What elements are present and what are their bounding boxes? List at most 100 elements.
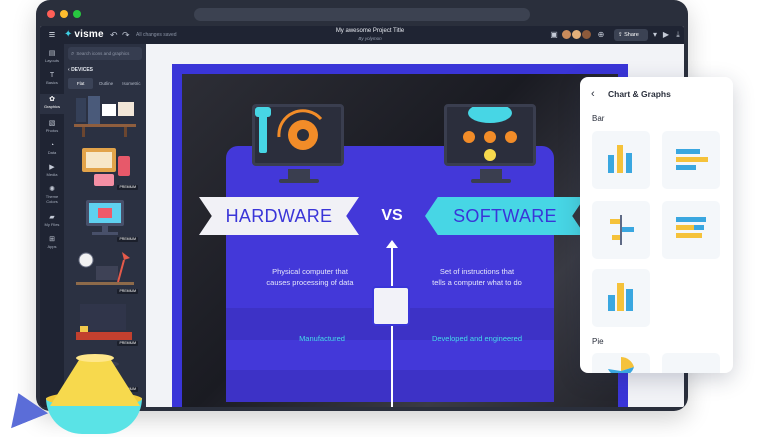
back-to-categories-button[interactable]: ‹ DEVICES (68, 66, 93, 74)
rail-item-photos[interactable]: ▧Photos (40, 120, 64, 133)
data-icon: ◔ (49, 142, 55, 149)
preview-icon[interactable]: ▶ (662, 30, 670, 39)
devices-graphic (82, 148, 130, 186)
minimize-window-button[interactable] (60, 10, 68, 18)
donut-chart-option[interactable] (662, 353, 720, 373)
rail-label: Photos (45, 128, 59, 133)
software-subtitle[interactable]: Developed and engineered (431, 334, 523, 343)
diverging-bar-chart-option[interactable] (592, 201, 650, 259)
monitor-base (471, 179, 511, 183)
undo-icon[interactable]: ↶ (110, 30, 118, 40)
software-title[interactable]: SOFTWARE (453, 206, 557, 226)
graphic-thumbnail[interactable]: PREMIUM (72, 248, 138, 294)
stacked-horizontal-bar-chart-icon (676, 217, 706, 238)
address-bar[interactable] (194, 8, 530, 21)
rail-label: Theme Colors (45, 194, 59, 204)
visme-logo[interactable]: ✦ visme (64, 28, 104, 42)
hardware-description-line[interactable]: Physical computer that (272, 267, 348, 276)
software-description-line[interactable]: tells a computer what to do (432, 278, 522, 287)
hardware-title[interactable]: HARDWARE (225, 206, 333, 226)
maximize-window-button[interactable] (73, 10, 81, 18)
rail-item-my-files[interactable]: ▰My Files (40, 214, 64, 227)
tab-outline[interactable]: Outline (98, 81, 114, 86)
slide-artboard[interactable]: HARDWARE VS SOFTWARE Physical computer t… (172, 64, 628, 407)
share-options-chevron-icon[interactable]: ▾ (652, 30, 657, 39)
share-icon: ⇪ (618, 32, 625, 38)
hardware-ribbon[interactable] (199, 197, 359, 235)
graphic-thumbnail[interactable] (72, 94, 138, 138)
hardware-description-line[interactable]: causes processing of data (266, 278, 354, 287)
hardware-monitor-graphic[interactable] (252, 104, 344, 166)
rail-item-media[interactable]: ▶Media (40, 164, 64, 177)
save-status: All changes saved (136, 32, 177, 38)
vertical-bar-chart-icon (608, 145, 632, 173)
graphic-thumbnail[interactable]: PREMIUM (72, 144, 138, 190)
share-label: Share (624, 32, 639, 38)
add-collaborator-icon[interactable]: ⊕ (597, 30, 605, 39)
download-icon[interactable]: ⤓ (676, 30, 680, 39)
chart-graphs-panel: ‹ Chart & Graphs Bar (580, 77, 733, 377)
column-chart-icon (608, 283, 633, 311)
chevron-left-icon: ‹ (68, 67, 72, 73)
center-divider (391, 246, 393, 407)
computer-graphic (86, 200, 124, 235)
software-description-line[interactable]: Set of instructions that (439, 267, 515, 276)
graphic-thumbnail[interactable]: PREMIUM (72, 300, 138, 346)
decorative-cone-cap (76, 354, 114, 362)
rail-label: Data (47, 150, 57, 155)
pie-chart-option[interactable] (592, 353, 650, 377)
apps-icon: ⊞ (49, 236, 55, 243)
content-band (226, 370, 554, 402)
diverging-bar-chart-icon (610, 215, 634, 245)
rail-label: Apps (47, 244, 57, 249)
style-tabs: Flat Outline Isometric (68, 78, 144, 89)
search-input[interactable]: ⌕ Search icons and graphics (68, 47, 142, 60)
monitor-stand (288, 169, 310, 179)
vs-label[interactable]: VS (381, 207, 403, 224)
tab-flat[interactable]: Flat (68, 78, 94, 89)
content-panel[interactable] (226, 146, 554, 397)
column-chart-option[interactable] (592, 269, 650, 327)
layout-icon: ▤ (48, 50, 56, 57)
rail-label: Layouts (44, 58, 59, 63)
premium-badge: PREMIUM (117, 289, 138, 294)
tv-stand-graphic (76, 304, 132, 340)
software-monitor-graphic[interactable] (444, 103, 536, 166)
horizontal-bar-chart-option[interactable] (662, 131, 720, 189)
redo-icon[interactable]: ↷ (122, 30, 130, 40)
tab-isometric[interactable]: Isometric (122, 81, 141, 86)
vertical-bar-chart-option[interactable] (592, 131, 650, 189)
folder-icon: ▰ (49, 214, 55, 221)
comments-icon[interactable]: ▣ (550, 30, 558, 39)
stacked-horizontal-bar-chart-option[interactable] (662, 201, 720, 259)
graphics-library-panel: ⌕ Search icons and graphics ‹ DEVICES Fl… (64, 44, 146, 407)
logo-mark-icon: ✦ (64, 29, 73, 40)
qr-login-icon[interactable] (372, 286, 410, 326)
premium-badge: PREMIUM (117, 185, 138, 190)
logo-text: visme (74, 29, 104, 40)
hamburger-menu-icon[interactable]: ≡ (48, 29, 56, 41)
close-window-button[interactable] (47, 10, 55, 18)
office-desk-graphic (74, 96, 136, 137)
back-arrow-icon[interactable]: ‹ (591, 88, 595, 100)
hardware-subtitle[interactable]: Manufactured (299, 334, 345, 343)
share-button[interactable]: ⇪ Share (614, 29, 648, 41)
project-author: By yolymon (358, 36, 382, 41)
category-title: DEVICES (71, 67, 94, 73)
premium-badge: PREMIUM (117, 237, 138, 242)
lamp-desk-graphic (76, 252, 134, 285)
rail-item-apps[interactable]: ⊞Apps (40, 236, 64, 249)
monitor-stand (480, 169, 502, 179)
rail-item-data[interactable]: ◔Data (40, 142, 64, 155)
section-label-bar: Bar (592, 114, 605, 123)
basics-icon: T (49, 72, 55, 79)
rail-item-layouts[interactable]: ▤Layouts (40, 50, 64, 63)
software-ribbon[interactable] (425, 197, 585, 235)
graphic-thumbnail[interactable]: PREMIUM (72, 196, 138, 242)
project-title[interactable]: My awesome Project Title (335, 28, 405, 34)
rail-item-graphics[interactable]: ✿Graphics (40, 94, 64, 114)
avatar[interactable] (581, 29, 592, 40)
rail-item-theme-colors[interactable]: ✺Theme Colors (40, 186, 64, 204)
